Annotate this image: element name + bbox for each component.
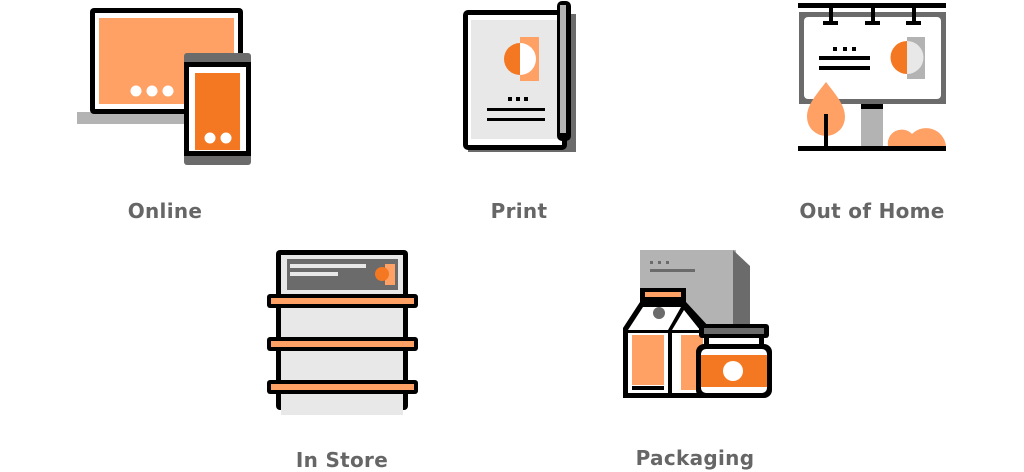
channel-label: Packaging [635, 446, 755, 470]
channel-label: Online [127, 199, 203, 223]
channel-label: Out of Home [799, 199, 945, 223]
channel-label: In Store [295, 448, 389, 472]
channel-label: Print [490, 199, 548, 223]
